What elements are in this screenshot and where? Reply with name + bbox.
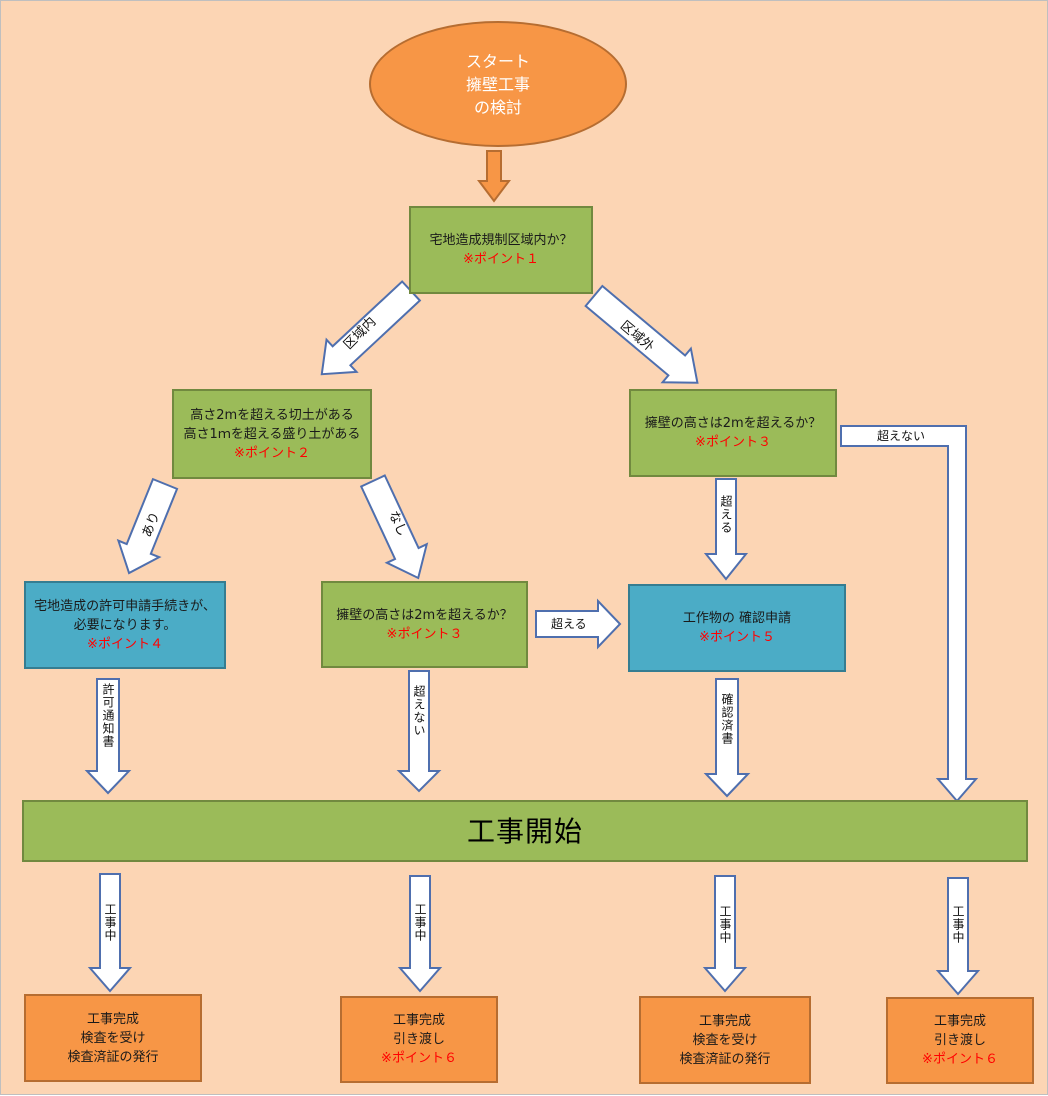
- arrow-wallright-to-confirm: [703, 478, 749, 581]
- arrow-cutfill-to-permit: [116, 477, 179, 575]
- permit-point-note: ※ポイント４: [87, 636, 163, 652]
- edge-label-confirmed: 確認済書: [720, 693, 734, 745]
- edge-label-not-exceed-mid: 超えない: [412, 685, 426, 737]
- region-point-note: ※ポイント１: [463, 252, 539, 267]
- end1-line-3: 検査済証の発行: [67, 1049, 159, 1065]
- end-box-1: 工事完成 検査を受け 検査済証の発行: [24, 994, 202, 1082]
- start-node: スタート 擁壁工事 の検討: [369, 21, 627, 147]
- arrow-region-to-inside: [320, 280, 422, 376]
- edge-label-not-exceed-right: 超えない: [877, 429, 926, 443]
- construction-start-bar: 工事開始: [22, 800, 1028, 862]
- edge-label-in-progress-2: 工事中: [413, 903, 427, 942]
- arrow-construction-to-end1: [87, 873, 133, 993]
- wall-height-right-point: ※ポイント３: [695, 435, 771, 450]
- wall-height-right-text: 擁壁の高さは2mを超えるか？: [644, 416, 822, 431]
- permit-box: 宅地造成の許可申請手続きが、 必要になります。 ※ポイント４: [24, 581, 226, 669]
- cutfill-question-box: 高さ2mを超える切土がある 高さ1ｍを超える盛り土がある ※ポイント２: [172, 389, 372, 479]
- arrow-construction-to-end3: [702, 875, 748, 993]
- arrow-wallmid-to-confirm: [535, 598, 622, 650]
- end-box-4: 工事完成 引き渡し ※ポイント６: [886, 997, 1034, 1084]
- confirm-point-note: ※ポイント５: [699, 630, 775, 645]
- start-line-1: スタート: [465, 51, 530, 71]
- arrow-wallmid-to-construction: [396, 670, 442, 793]
- end2-line-1: 工事完成: [392, 1013, 445, 1028]
- arrow-start-to-region: [477, 150, 511, 203]
- wall-height-mid-point: ※ポイント３: [386, 626, 463, 642]
- edge-label-in-progress-4: 工事中: [951, 905, 965, 944]
- wall-height-right-box: 擁壁の高さは2mを超えるか？ ※ポイント３: [629, 389, 837, 477]
- confirm-box: 工作物の 確認申請 ※ポイント５: [628, 584, 846, 672]
- edge-label-in-progress-1: 工事中: [103, 903, 117, 942]
- construction-start-label: 工事開始: [466, 814, 583, 848]
- end3-line-1: 工事完成: [698, 1013, 751, 1029]
- edge-label-permit-notice: 許可通知書: [101, 683, 115, 748]
- end4-line-2: 引き渡し: [933, 1033, 986, 1048]
- end-box-2: 工事完成 引き渡し ※ポイント６: [340, 996, 498, 1083]
- arrow-confirm-to-construction: [703, 678, 751, 798]
- wall-height-mid-box: 擁壁の高さは2mを超えるか？ ※ポイント３: [321, 581, 528, 668]
- edge-label-in-progress-3: 工事中: [718, 905, 732, 944]
- end4-line-1: 工事完成: [933, 1014, 986, 1029]
- arrow-cutfill-to-wallmid: [359, 474, 429, 580]
- arrow-permit-to-construction: [84, 678, 132, 795]
- permit-line-1: 宅地造成の許可申請手続きが、: [34, 598, 216, 614]
- end3-line-3: 検査済証の発行: [679, 1051, 771, 1067]
- region-question-text: 宅地造成規制区域内か？: [429, 233, 573, 248]
- region-question-box: 宅地造成規制区域内か？ ※ポイント１: [409, 206, 593, 294]
- edge-label-exceed-right: 超える: [551, 617, 587, 631]
- end3-line-2: 検査を受け: [692, 1032, 758, 1048]
- edge-label-exceed-down: 超える: [719, 495, 733, 534]
- end2-line-2: 引き渡し: [392, 1032, 445, 1047]
- end-box-3: 工事完成 検査を受け 検査済証の発行: [639, 996, 811, 1084]
- end2-point-note: ※ポイント６: [381, 1051, 457, 1066]
- start-line-3: の検討: [473, 97, 522, 117]
- start-line-2: 擁壁工事: [465, 74, 530, 94]
- arrow-construction-to-end2: [397, 875, 443, 993]
- permit-line-2: 必要になります。: [73, 617, 177, 633]
- end4-point-note: ※ポイント６: [922, 1052, 998, 1067]
- cutfill-point-note: ※ポイント２: [234, 445, 310, 461]
- end1-line-1: 工事完成: [86, 1011, 139, 1027]
- wall-height-mid-text: 擁壁の高さは2mを超えるか？: [336, 607, 513, 623]
- cutfill-line-1: 高さ2mを超える切土がある: [190, 407, 354, 423]
- arrow-construction-to-end4: [935, 877, 981, 996]
- cutfill-line-2: 高さ1ｍを超える盛り土がある: [183, 426, 361, 442]
- end1-line-2: 検査を受け: [80, 1030, 146, 1046]
- arrow-wallright-to-construction: [840, 425, 979, 803]
- arrow-region-to-outside: [584, 284, 699, 384]
- confirm-text: 工作物の 確認申請: [682, 611, 792, 626]
